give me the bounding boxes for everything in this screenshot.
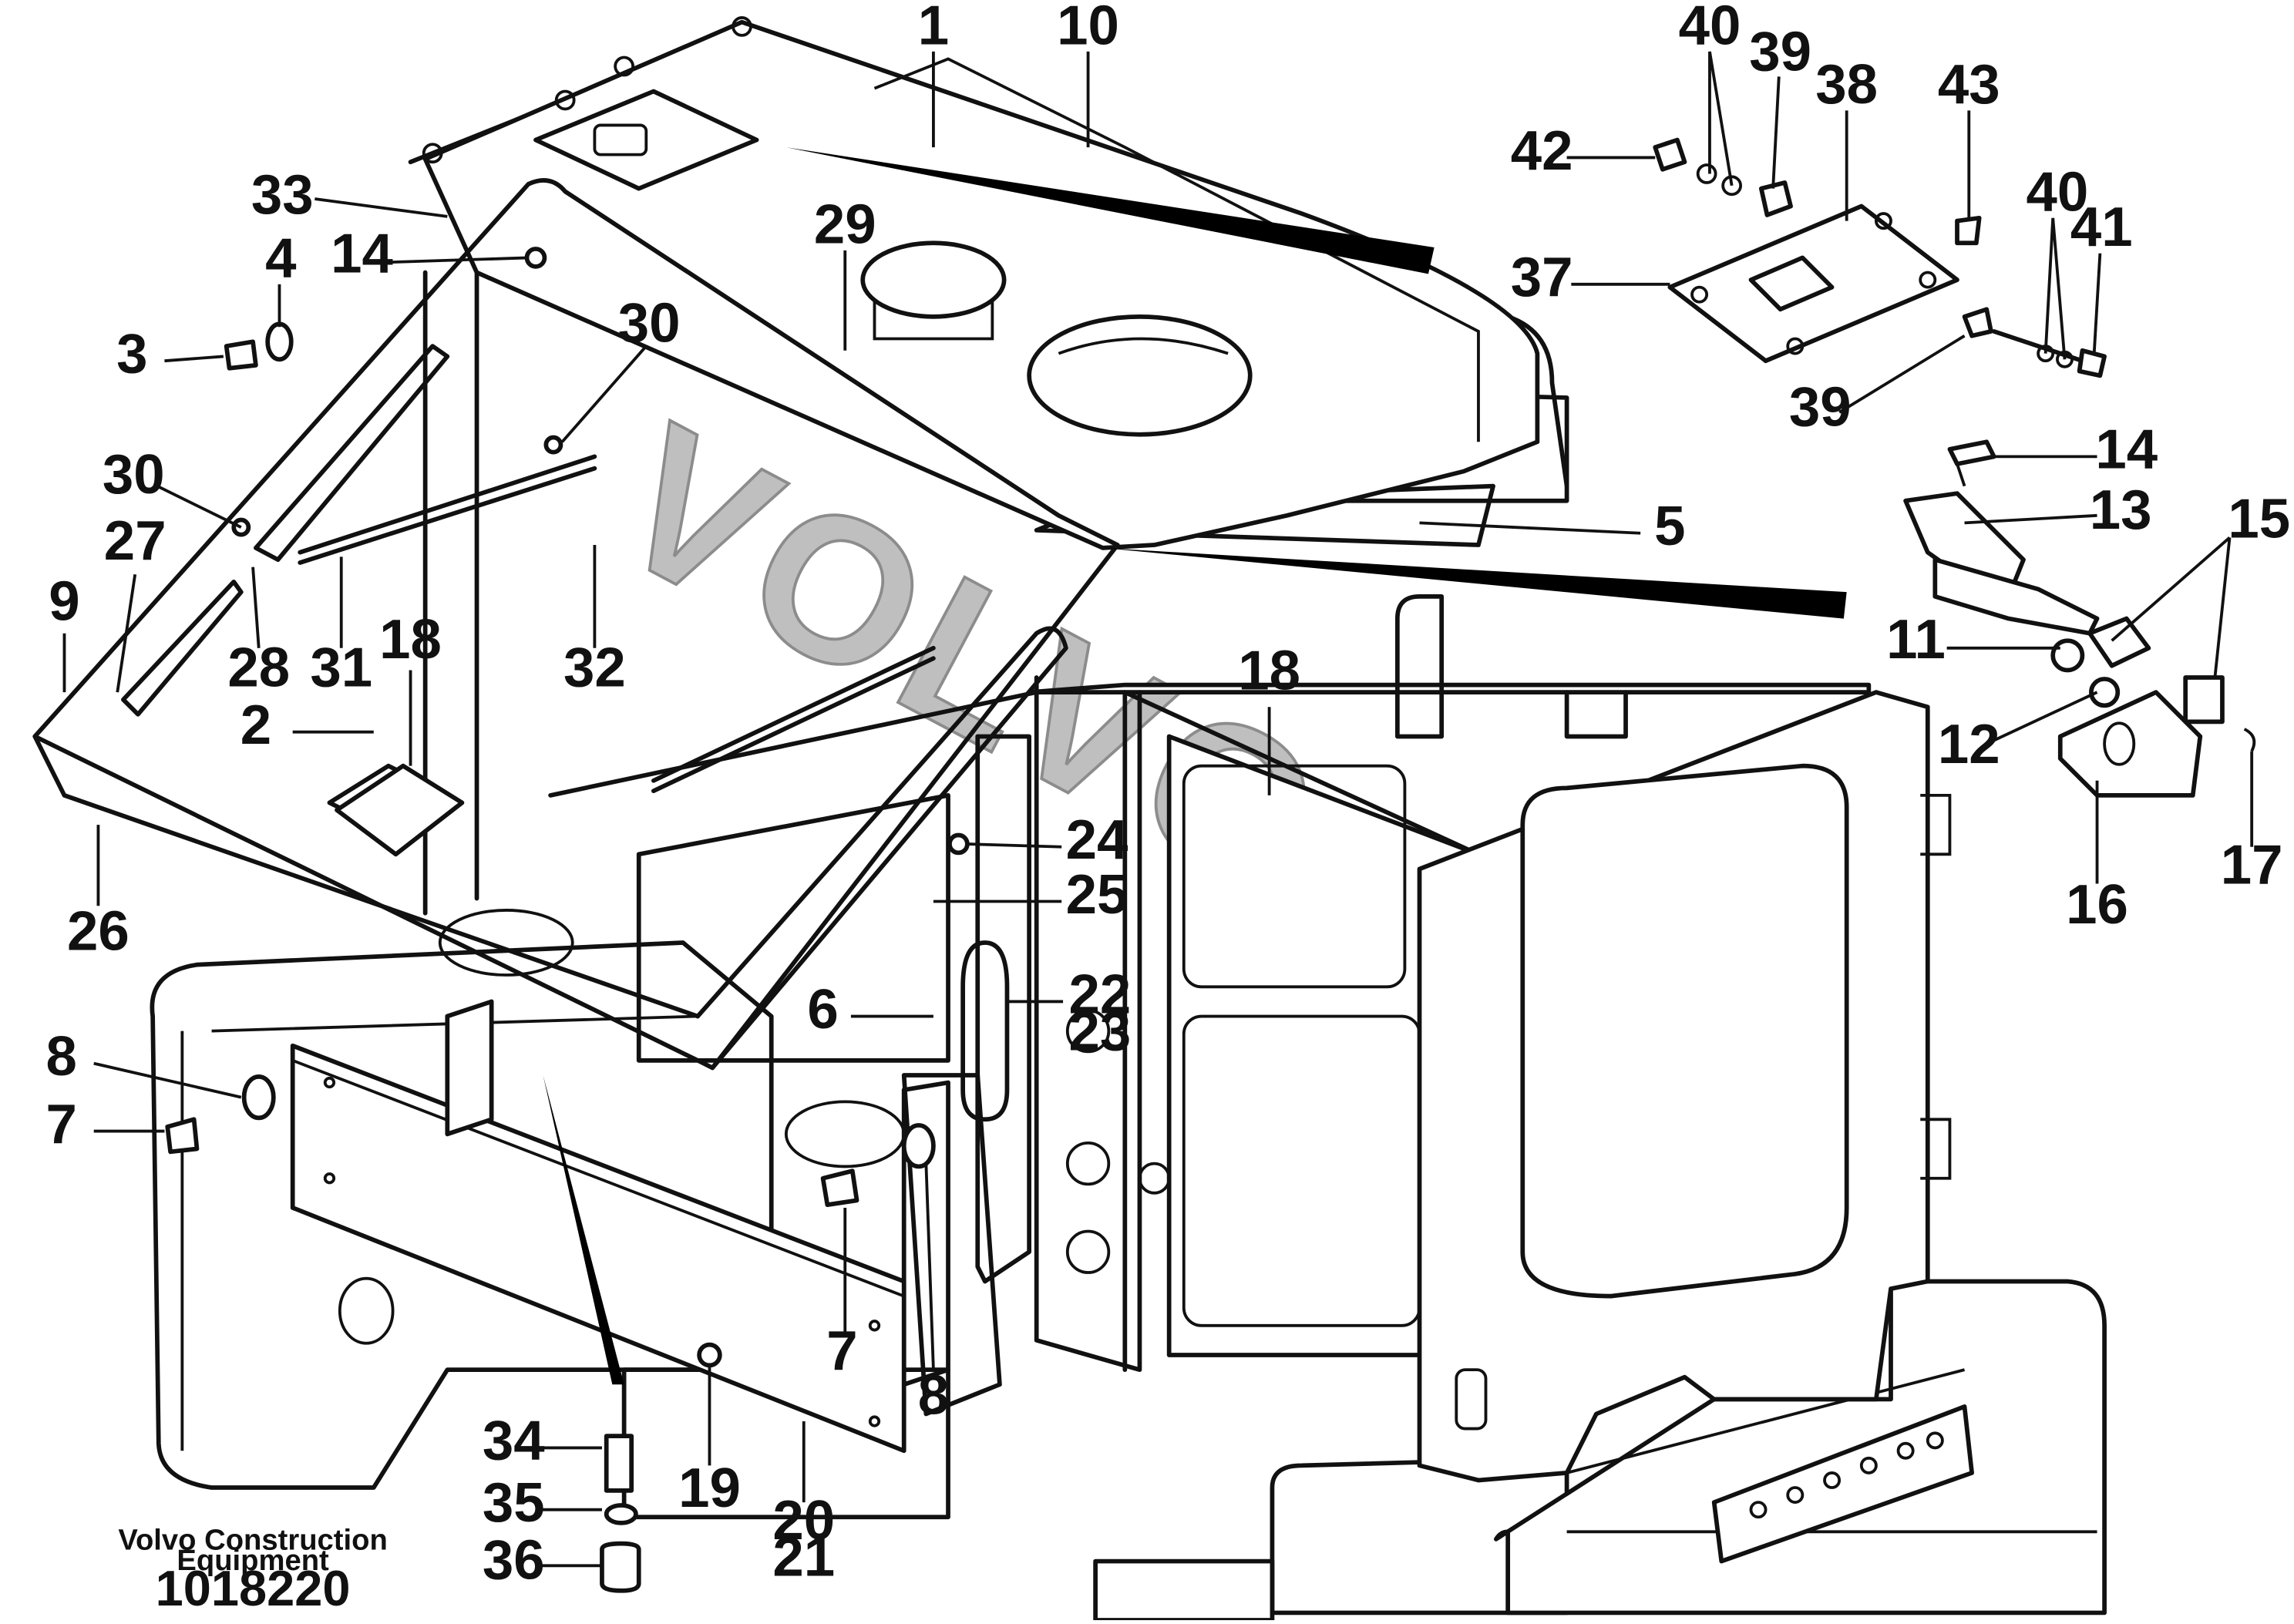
callout-5: 5 (1654, 495, 1685, 557)
callout-6: 6 (807, 978, 838, 1041)
callout-2: 2 (240, 694, 271, 756)
callout-17: 17 (2221, 834, 2283, 896)
callout-14-left: 14 (331, 223, 393, 285)
callout-7-left: 7 (45, 1093, 76, 1155)
callout-41: 41 (2070, 196, 2133, 258)
callout-34: 34 (483, 1410, 545, 1472)
callout-25: 25 (1066, 863, 1128, 926)
callout-30-upper: 30 (618, 291, 681, 354)
callout-43: 43 (1938, 53, 2000, 116)
callout-3: 3 (116, 322, 147, 385)
hinge-assembly (1903, 439, 2256, 798)
callout-24: 24 (1066, 809, 1128, 871)
callout-42: 42 (1511, 119, 1573, 182)
callout-30-lower: 30 (103, 443, 165, 506)
callout-9: 9 (49, 570, 79, 632)
callout-26: 26 (67, 900, 130, 963)
callout-15: 15 (2228, 487, 2290, 550)
publisher-line-2: Equipment (177, 1544, 329, 1577)
callout-18-right: 18 (1238, 639, 1300, 701)
callout-21: 21 (772, 1526, 835, 1589)
callout-40-upper: 40 (1679, 0, 1741, 56)
callout-36: 36 (483, 1528, 545, 1591)
document-number: 1018220 (156, 1560, 351, 1616)
callout-37: 37 (1511, 246, 1573, 308)
callout-12: 12 (1938, 713, 2000, 775)
callout-33: 33 (251, 163, 314, 226)
callout-1: 1 (918, 0, 949, 56)
callout-18-left: 18 (379, 608, 442, 671)
callout-22: 22 (1068, 963, 1131, 1026)
roof-plate (422, 16, 1540, 550)
publisher-caption: Volvo Construction Equipment 1018220 (118, 1523, 387, 1616)
callout-40-lower: 40 (2027, 160, 2089, 223)
callout-35: 35 (483, 1471, 545, 1534)
callout-23: 23 (1068, 1000, 1131, 1062)
callout-14-right: 14 (2095, 419, 2158, 481)
callout-32: 32 (563, 636, 626, 698)
callout-38: 38 (1815, 53, 1878, 116)
publisher-line-1: Volvo Construction (118, 1523, 387, 1556)
callout-leaders (62, 51, 2254, 1568)
window-frame (32, 178, 1120, 1387)
detail-wedges (543, 147, 1847, 1385)
callout-4: 4 (265, 227, 296, 289)
front-cover-plate (290, 999, 906, 1454)
callout-39-lower: 39 (1789, 375, 1852, 438)
callout-20: 20 (772, 1489, 835, 1552)
callout-13: 13 (2090, 479, 2152, 541)
callout-28: 28 (227, 636, 290, 698)
callout-7-right: 7 (826, 1320, 857, 1382)
loose-fasteners (165, 247, 970, 1593)
callout-31: 31 (310, 636, 372, 698)
callout-27: 27 (104, 509, 166, 572)
callout-8-left: 8 (45, 1025, 76, 1088)
latch-plate-assembly (1653, 137, 2107, 378)
callout-labels: 1 10 33 14 4 3 29 30 30 27 9 28 31 32 18… (45, 0, 2290, 1591)
callout-39-upper: 39 (1749, 21, 1811, 83)
callout-10: 10 (1057, 0, 1119, 56)
callout-11: 11 (1886, 608, 1946, 671)
callout-8-right: 8 (918, 1363, 949, 1426)
callout-19: 19 (678, 1457, 741, 1519)
callout-29: 29 (814, 193, 876, 255)
callout-16: 16 (2066, 873, 2128, 936)
